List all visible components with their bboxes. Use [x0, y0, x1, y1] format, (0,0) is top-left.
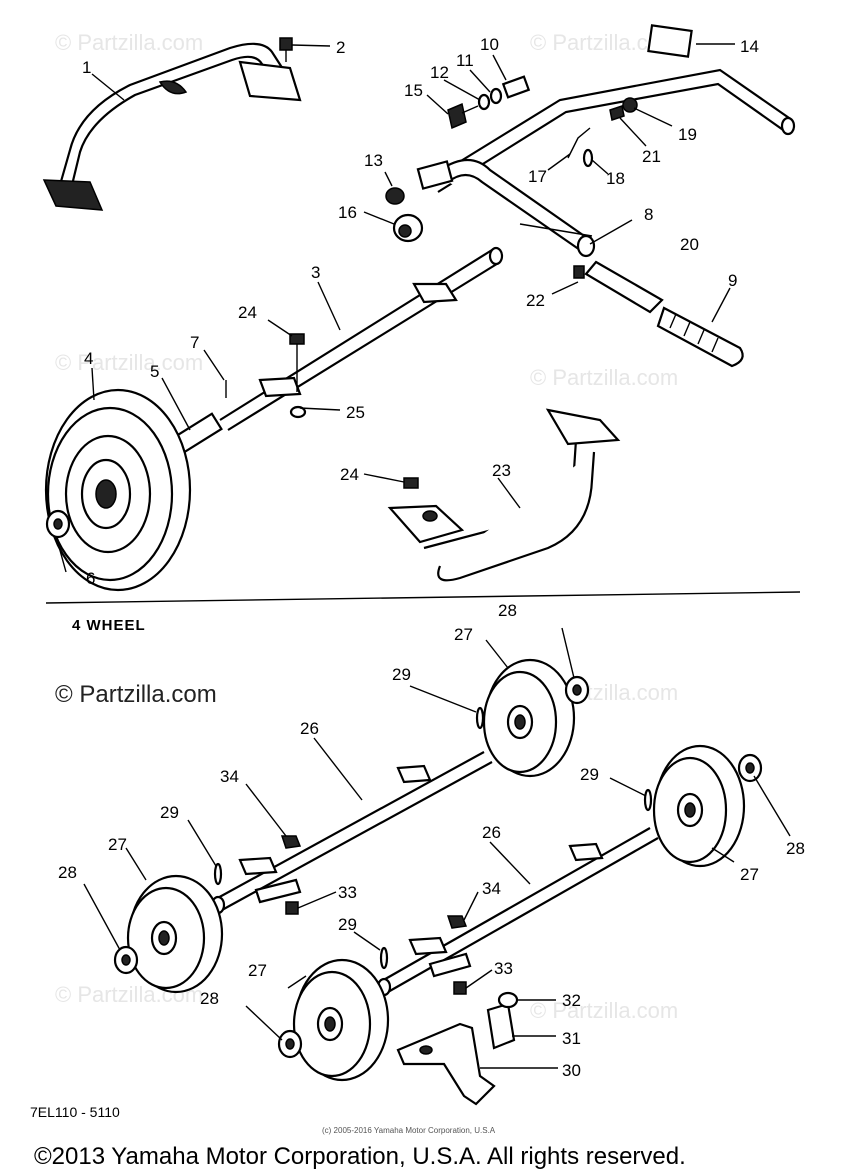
callout-12: 12 [430, 63, 449, 82]
callout-17: 17 [528, 167, 547, 186]
callout-34: 34 [220, 767, 239, 786]
callout-23: 23 [492, 461, 511, 480]
callout-26: 26 [300, 719, 319, 738]
tow-handle-part [42, 42, 302, 211]
callout-22: 22 [526, 291, 545, 310]
callout-2: 2 [336, 38, 345, 57]
callout-26: 26 [482, 823, 501, 842]
callout-6: 6 [86, 569, 95, 588]
callout-19: 19 [678, 125, 697, 144]
callout-1: 1 [82, 58, 91, 77]
callout-29: 29 [338, 915, 357, 934]
callout-24: 24 [340, 465, 359, 484]
callout-27: 27 [248, 961, 267, 980]
grip-part [573, 260, 744, 368]
callout-13: 13 [364, 151, 383, 170]
axle-upper-part [210, 751, 493, 915]
watermark: © Partzilla.com [530, 998, 678, 1023]
callout-29: 29 [160, 803, 179, 822]
section-divider [45, 591, 801, 604]
nut-bolt-part [280, 835, 468, 995]
callout-20: 20 [680, 235, 699, 254]
watermark: © Partzilla.com [530, 365, 678, 390]
callout-27: 27 [108, 835, 127, 854]
callout-31: 31 [562, 1029, 581, 1048]
callout-8: 8 [644, 205, 653, 224]
cotter-pin-part [213, 706, 653, 970]
callout-30: 30 [562, 1061, 581, 1080]
callout-9: 9 [728, 271, 737, 290]
callout-29: 29 [580, 765, 599, 784]
watermark: © Partzilla.com [55, 30, 203, 55]
drawing-code: 7EL110 - 5110 [30, 1104, 120, 1120]
callout-28: 28 [498, 601, 517, 620]
callout-14: 14 [740, 37, 759, 56]
callout-5: 5 [150, 362, 159, 381]
callout-34: 34 [482, 879, 501, 898]
callout-11: 11 [456, 51, 474, 70]
callout-21: 21 [642, 147, 661, 166]
callout-28: 28 [58, 863, 77, 882]
washer-part [113, 675, 763, 1059]
axle-lower-part [376, 827, 659, 997]
wheel-part [292, 958, 390, 1082]
bolt-washer-part [289, 333, 307, 419]
callout-16: 16 [338, 203, 357, 222]
callout-4: 4 [84, 349, 93, 368]
watermark: © Partzilla.com [55, 350, 203, 375]
wheel-part [652, 744, 746, 868]
pin-clip-part [567, 97, 638, 168]
callout-27: 27 [454, 625, 473, 644]
callout-7: 7 [190, 333, 199, 352]
wheel-part [126, 874, 224, 994]
leader-lines [55, 43, 791, 1069]
callout-3: 3 [311, 263, 320, 282]
bolt-washer-stack-part [447, 75, 531, 130]
callout-25: 25 [346, 403, 365, 422]
bolt-part [279, 37, 293, 62]
wheel-part [482, 658, 576, 778]
callout-18: 18 [606, 169, 625, 188]
wheel-part [44, 388, 192, 592]
callout-28: 28 [200, 989, 219, 1008]
callouts: 1 2 3 4 5 6 7 8 9 10 11 12 13 14 15 16 1… [58, 35, 805, 1080]
nut-bushing-part [385, 187, 424, 243]
callout-24: 24 [238, 303, 257, 322]
hitch-bracket-part [396, 991, 519, 1106]
callout-29: 29 [392, 665, 411, 684]
stand-bracket-part [387, 408, 621, 582]
callout-32: 32 [562, 991, 581, 1010]
copyright: ©2013 Yamaha Motor Corporation, U.S.A. A… [34, 1143, 686, 1170]
fine-print: (c) 2005-2016 Yamaha Motor Corporation, … [322, 1126, 496, 1135]
callout-15: 15 [404, 81, 423, 100]
callout-10: 10 [480, 35, 499, 54]
steering-handle-part [416, 24, 796, 258]
section-label: 4 WHEEL [72, 617, 146, 634]
callout-28: 28 [786, 839, 805, 858]
callout-33: 33 [338, 883, 357, 902]
watermark-prominent: © Partzilla.com [55, 681, 217, 708]
callout-33: 33 [494, 959, 513, 978]
callout-27: 27 [740, 865, 759, 884]
axle-frame-part [173, 246, 504, 454]
